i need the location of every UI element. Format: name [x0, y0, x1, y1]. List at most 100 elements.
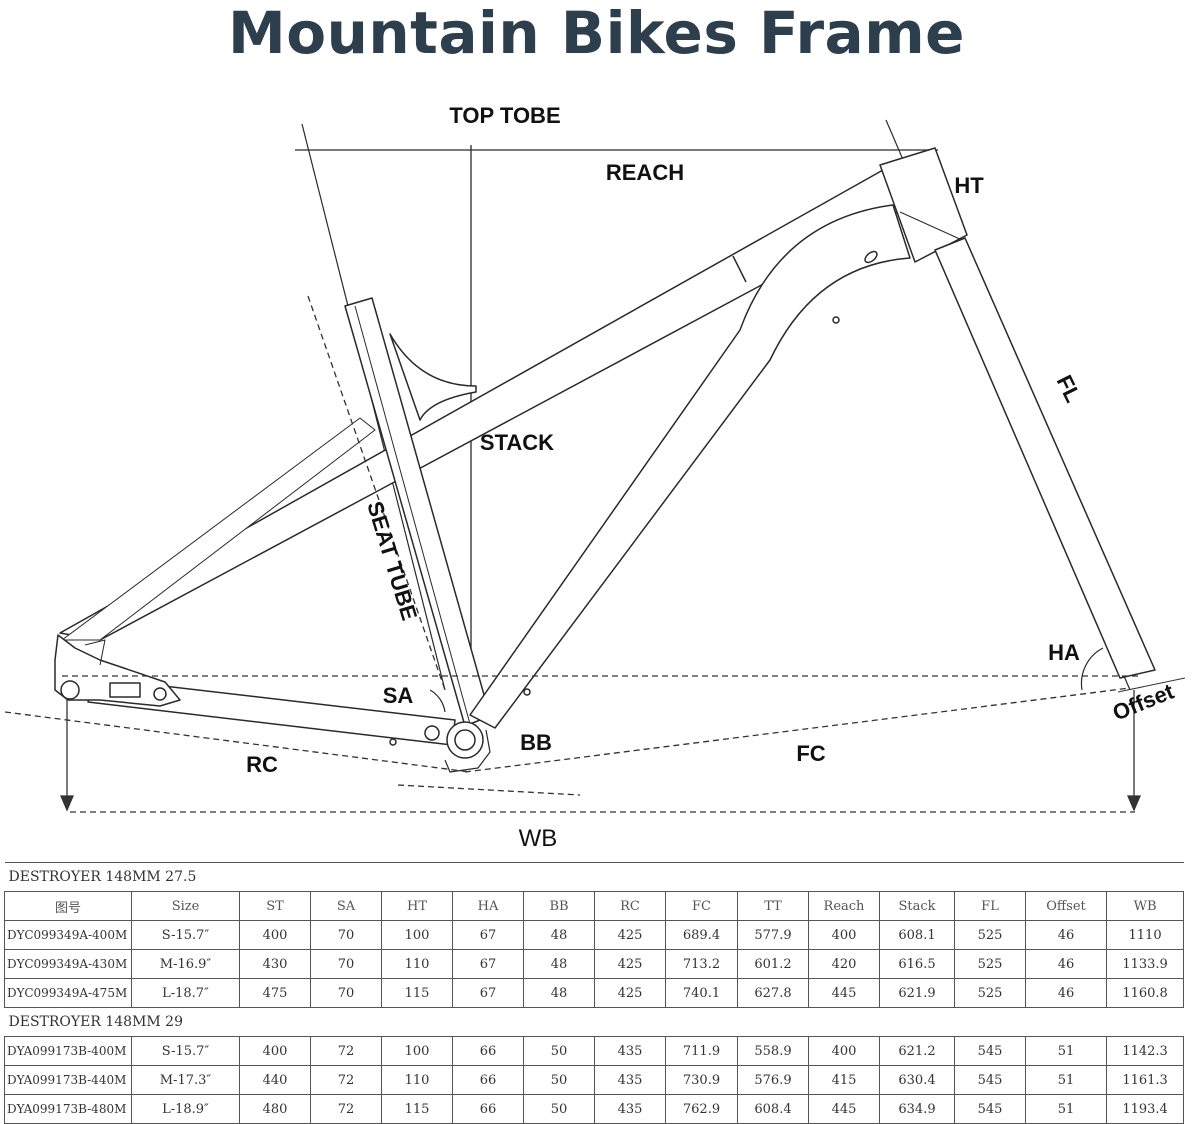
table-cell: 1160.8	[1105, 978, 1185, 1008]
table-group-title: DESTROYER 148MM 29	[4, 1007, 1184, 1037]
table-cell: 50	[523, 1036, 595, 1066]
table-header-cell: WB	[1105, 891, 1185, 921]
head-tube	[879, 147, 968, 263]
table-cell: 70	[310, 949, 382, 979]
table-cell: 1142.3	[1105, 1036, 1185, 1066]
table-cell: DYC099349A-400M	[4, 920, 132, 950]
table-cell: 400	[808, 1036, 880, 1066]
table-cell: 1193.4	[1105, 1094, 1185, 1124]
table-cell: 415	[808, 1065, 880, 1095]
table-cell: 50	[523, 1094, 595, 1124]
label-bb: BB	[520, 730, 552, 755]
table-cell: 627.8	[737, 978, 809, 1008]
table-cell: 689.4	[665, 920, 738, 950]
label-fl: FL	[1052, 371, 1086, 406]
table-cell: 525	[954, 920, 1026, 950]
table-cell: 608.4	[737, 1094, 809, 1124]
table-cell: 558.9	[737, 1036, 809, 1066]
table-cell: DYA099173B-480M	[4, 1094, 132, 1124]
table-cell: DYA099173B-400M	[4, 1036, 132, 1066]
table-header-cell: BB	[523, 891, 595, 921]
table-cell: 420	[808, 949, 880, 979]
table-cell: 480	[239, 1094, 311, 1124]
table-cell: 67	[452, 978, 524, 1008]
table-cell: 740.1	[665, 978, 738, 1008]
table-cell: 762.9	[665, 1094, 738, 1124]
table-cell: 46	[1025, 978, 1107, 1008]
table-cell: 51	[1025, 1065, 1107, 1095]
table-cell: 545	[954, 1065, 1026, 1095]
table-cell: 400	[808, 920, 880, 950]
table-header-cell: HT	[381, 891, 453, 921]
table-group-title: DESTROYER 148MM 27.5	[4, 862, 1184, 892]
table-cell: 67	[452, 949, 524, 979]
label-stack: STACK	[480, 430, 554, 455]
table-cell: 577.9	[737, 920, 809, 950]
label-fc: FC	[796, 741, 825, 766]
table-cell: 435	[594, 1065, 666, 1095]
table-cell: 72	[310, 1036, 382, 1066]
table-cell: L-18.9″	[131, 1094, 240, 1124]
label-ht: HT	[954, 173, 984, 198]
table-cell: 48	[523, 949, 595, 979]
table-cell: 445	[808, 1094, 880, 1124]
frame-geometry-diagram: TOP TOBE REACH HT FL STACK SEAT TUBE HA …	[4, 103, 1186, 852]
table-cell: 425	[594, 920, 666, 950]
table-cell: S-15.7″	[131, 920, 240, 950]
table-cell: 66	[452, 1036, 524, 1066]
label-sa: SA	[383, 683, 414, 708]
table-header-cell: Reach	[808, 891, 880, 921]
table-header-cell: TT	[737, 891, 809, 921]
table-cell: 50	[523, 1065, 595, 1095]
table-cell: 545	[954, 1094, 1026, 1124]
table-cell: 730.9	[665, 1065, 738, 1095]
label-offset: Offset	[1109, 678, 1178, 725]
table-cell: DYC099349A-475M	[4, 978, 132, 1008]
table-cell: 621.9	[879, 978, 955, 1008]
table-cell: 66	[452, 1094, 524, 1124]
table-cell: 51	[1025, 1094, 1107, 1124]
table-cell: 48	[523, 920, 595, 950]
table-cell: 601.2	[737, 949, 809, 979]
table-cell: 67	[452, 920, 524, 950]
table-cell: M-16.9″	[131, 949, 240, 979]
seat-stay	[61, 417, 376, 641]
table-cell: S-15.7″	[131, 1036, 240, 1066]
fork-leg	[934, 237, 1156, 679]
table-cell: 425	[594, 949, 666, 979]
table-group-row: DESTROYER 148MM 27.5	[4, 862, 1184, 892]
table-cell: 72	[310, 1094, 382, 1124]
table-cell: 616.5	[879, 949, 955, 979]
table-cell: 100	[381, 1036, 453, 1066]
table-cell: 100	[381, 920, 453, 950]
table-cell: 630.4	[879, 1065, 955, 1095]
table-cell: 400	[239, 920, 311, 950]
table-cell: 70	[310, 978, 382, 1008]
table-cell: 711.9	[665, 1036, 738, 1066]
table-cell: 576.9	[737, 1065, 809, 1095]
table-cell: 713.2	[665, 949, 738, 979]
table-header-cell: FL	[954, 891, 1026, 921]
table-cell: 425	[594, 978, 666, 1008]
label-ha: HA	[1048, 640, 1080, 665]
table-cell: 115	[381, 978, 453, 1008]
table-cell: 110	[381, 1065, 453, 1095]
label-top-tube: TOP TOBE	[449, 103, 560, 128]
label-wb: WB	[519, 825, 558, 852]
table-cell: DYA099173B-440M	[4, 1065, 132, 1095]
table-cell: 110	[381, 949, 453, 979]
table-cell: 66	[452, 1065, 524, 1095]
table-cell: 115	[381, 1094, 453, 1124]
table-cell: 70	[310, 920, 382, 950]
table-cell: 1110	[1105, 920, 1185, 950]
table-header-cell: SA	[310, 891, 382, 921]
table-cell: 51	[1025, 1036, 1107, 1066]
down-tube	[469, 204, 911, 729]
table-cell: 48	[523, 978, 595, 1008]
